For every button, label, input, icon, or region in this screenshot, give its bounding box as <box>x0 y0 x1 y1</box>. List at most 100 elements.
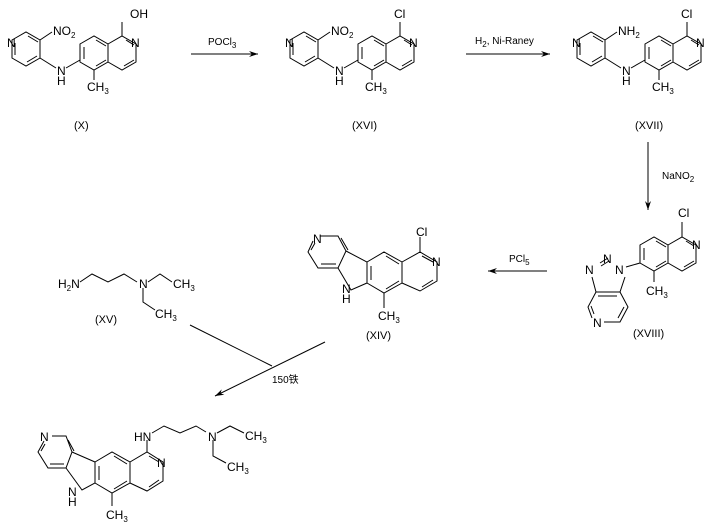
atom-n: N <box>342 282 351 296</box>
atom-n: N <box>585 263 594 277</box>
fused-pyridine-double-bonds <box>590 295 625 319</box>
atom-n: N <box>208 430 217 444</box>
atom-n: N <box>157 456 166 470</box>
atom-n: N <box>622 64 631 78</box>
amine-bond-left <box>39 57 57 69</box>
atom-n: N <box>285 36 294 50</box>
atom-n: N <box>615 263 624 277</box>
compound-xiv: N Cl N N H CH3 (XIV) <box>307 225 441 342</box>
methyl-group: CH3 <box>87 80 109 96</box>
nitro-group: NO2 <box>53 24 76 40</box>
atom-n: N <box>335 64 344 78</box>
amine-group: H2N <box>58 277 80 293</box>
nitro-group: NO2 <box>331 24 354 40</box>
pyridine-double-bonds <box>14 35 39 63</box>
aromatic-double-bonds <box>83 39 135 67</box>
chloro-group: Cl <box>416 225 427 239</box>
benzo-double-bonds <box>370 255 400 290</box>
atom-h: H <box>68 495 77 509</box>
atom-n: N <box>572 36 581 50</box>
nitro-bond <box>39 31 53 41</box>
atom-h: H <box>57 74 66 88</box>
atom-h: H <box>335 74 344 88</box>
fused-pyridine-ring <box>587 291 629 323</box>
compound-product: N HN N N H CH3 N CH3 CH3 <box>37 425 267 524</box>
triazole-nn-bond <box>599 257 609 264</box>
ethyl-bond-2 <box>212 440 227 464</box>
methyl-group: CH3 <box>646 284 668 300</box>
pyridine-ring <box>11 31 41 67</box>
pyridine-double-bonds <box>579 35 604 63</box>
triazole-bond <box>625 262 641 268</box>
chloro-group: Cl <box>394 7 405 21</box>
methyl-group: CH3 <box>245 429 267 445</box>
triazole-double-bond <box>600 260 610 267</box>
pyridyl-double-bonds <box>148 455 160 488</box>
compound-xvi: N NO2 N H N Cl CH3 (XVI) <box>285 7 418 132</box>
pyridyl-ring <box>129 451 164 492</box>
amino-group: NH2 <box>618 24 640 40</box>
pyridine-double-bonds <box>310 237 349 265</box>
atom-n: N <box>7 36 16 50</box>
atom-n: N <box>696 36 705 50</box>
compound-xv: H2N N CH3 CH3 (XV) <box>58 273 195 326</box>
atom-h: H <box>342 292 351 306</box>
compound-label-xvi: (XVI) <box>352 120 377 132</box>
compound-label-xv: (XV) <box>95 314 117 326</box>
compound-label-xiv: (XIV) <box>366 330 391 342</box>
benzo-ring <box>366 251 403 294</box>
methyl-group: CH3 <box>155 307 177 323</box>
triazole-ring <box>591 276 626 293</box>
aromatic-double-bonds <box>643 240 695 268</box>
ethyl-bond-1 <box>147 273 173 283</box>
benzo-ring <box>94 451 131 494</box>
pyridine-ring <box>576 31 606 67</box>
reaction-arrow-5 <box>214 341 326 397</box>
atom-n: N <box>57 64 66 78</box>
reagent-h2-ni-raney: H2, Ni-Raney <box>475 36 534 49</box>
reagent-nano2: NaNO2 <box>662 171 695 184</box>
methyl-group: CH3 <box>378 309 400 325</box>
amine-bond-right <box>65 59 81 69</box>
pyridyl-ring <box>107 35 137 71</box>
methyl-group: CH3 <box>173 277 195 293</box>
chloro-group: Cl <box>678 206 689 220</box>
compound-xvii: N NH2 N H N Cl CH3 (XVII) <box>572 7 705 132</box>
pyridyl-ring <box>385 35 415 71</box>
atom-n: N <box>593 316 602 330</box>
reagent-pocl3: POCl3 <box>208 37 237 50</box>
methyl-group: CH3 <box>227 460 249 476</box>
atom-h: H <box>622 74 631 88</box>
amine-bond-left <box>604 57 622 69</box>
compound-x: N NO2 N H N OH CH3 (X) <box>7 7 148 132</box>
ethyl-bond-1 <box>216 425 245 434</box>
amine-bond-right <box>343 59 359 69</box>
aromatic-double-bonds <box>361 39 413 67</box>
pyridine-double-bonds <box>292 35 317 63</box>
amine-bond-left <box>317 57 335 69</box>
pyridine-ring <box>289 31 319 67</box>
propyl-chain <box>151 425 207 434</box>
compound-label-x: (X) <box>74 120 89 132</box>
pyridyl-double-bonds <box>421 255 434 288</box>
aromatic-double-bonds <box>648 39 700 67</box>
methyl-group: CH3 <box>652 80 674 96</box>
compound-xviii: Cl N CH3 N N N N (XVIII) <box>585 206 701 340</box>
atom-n: N <box>131 36 140 50</box>
reactant-line-xv <box>189 324 273 367</box>
amine-bond-right <box>630 59 646 69</box>
nitro-bond <box>317 31 331 41</box>
atom-n: N <box>409 36 418 50</box>
reagent-pcl5: PCl5 <box>509 254 530 267</box>
atom-n: N <box>139 277 148 291</box>
amino-bond <box>604 31 618 41</box>
propyl-chain <box>79 273 138 283</box>
atom-n: N <box>313 232 322 246</box>
pyridine-double-bonds <box>40 439 75 465</box>
pyridyl-ring <box>401 251 438 292</box>
atom-n: N <box>603 252 612 266</box>
atom-n: N <box>68 485 77 499</box>
benzo-double-bonds <box>98 455 128 490</box>
methyl-group: CH3 <box>106 508 128 524</box>
chloro-group: Cl <box>681 7 692 21</box>
